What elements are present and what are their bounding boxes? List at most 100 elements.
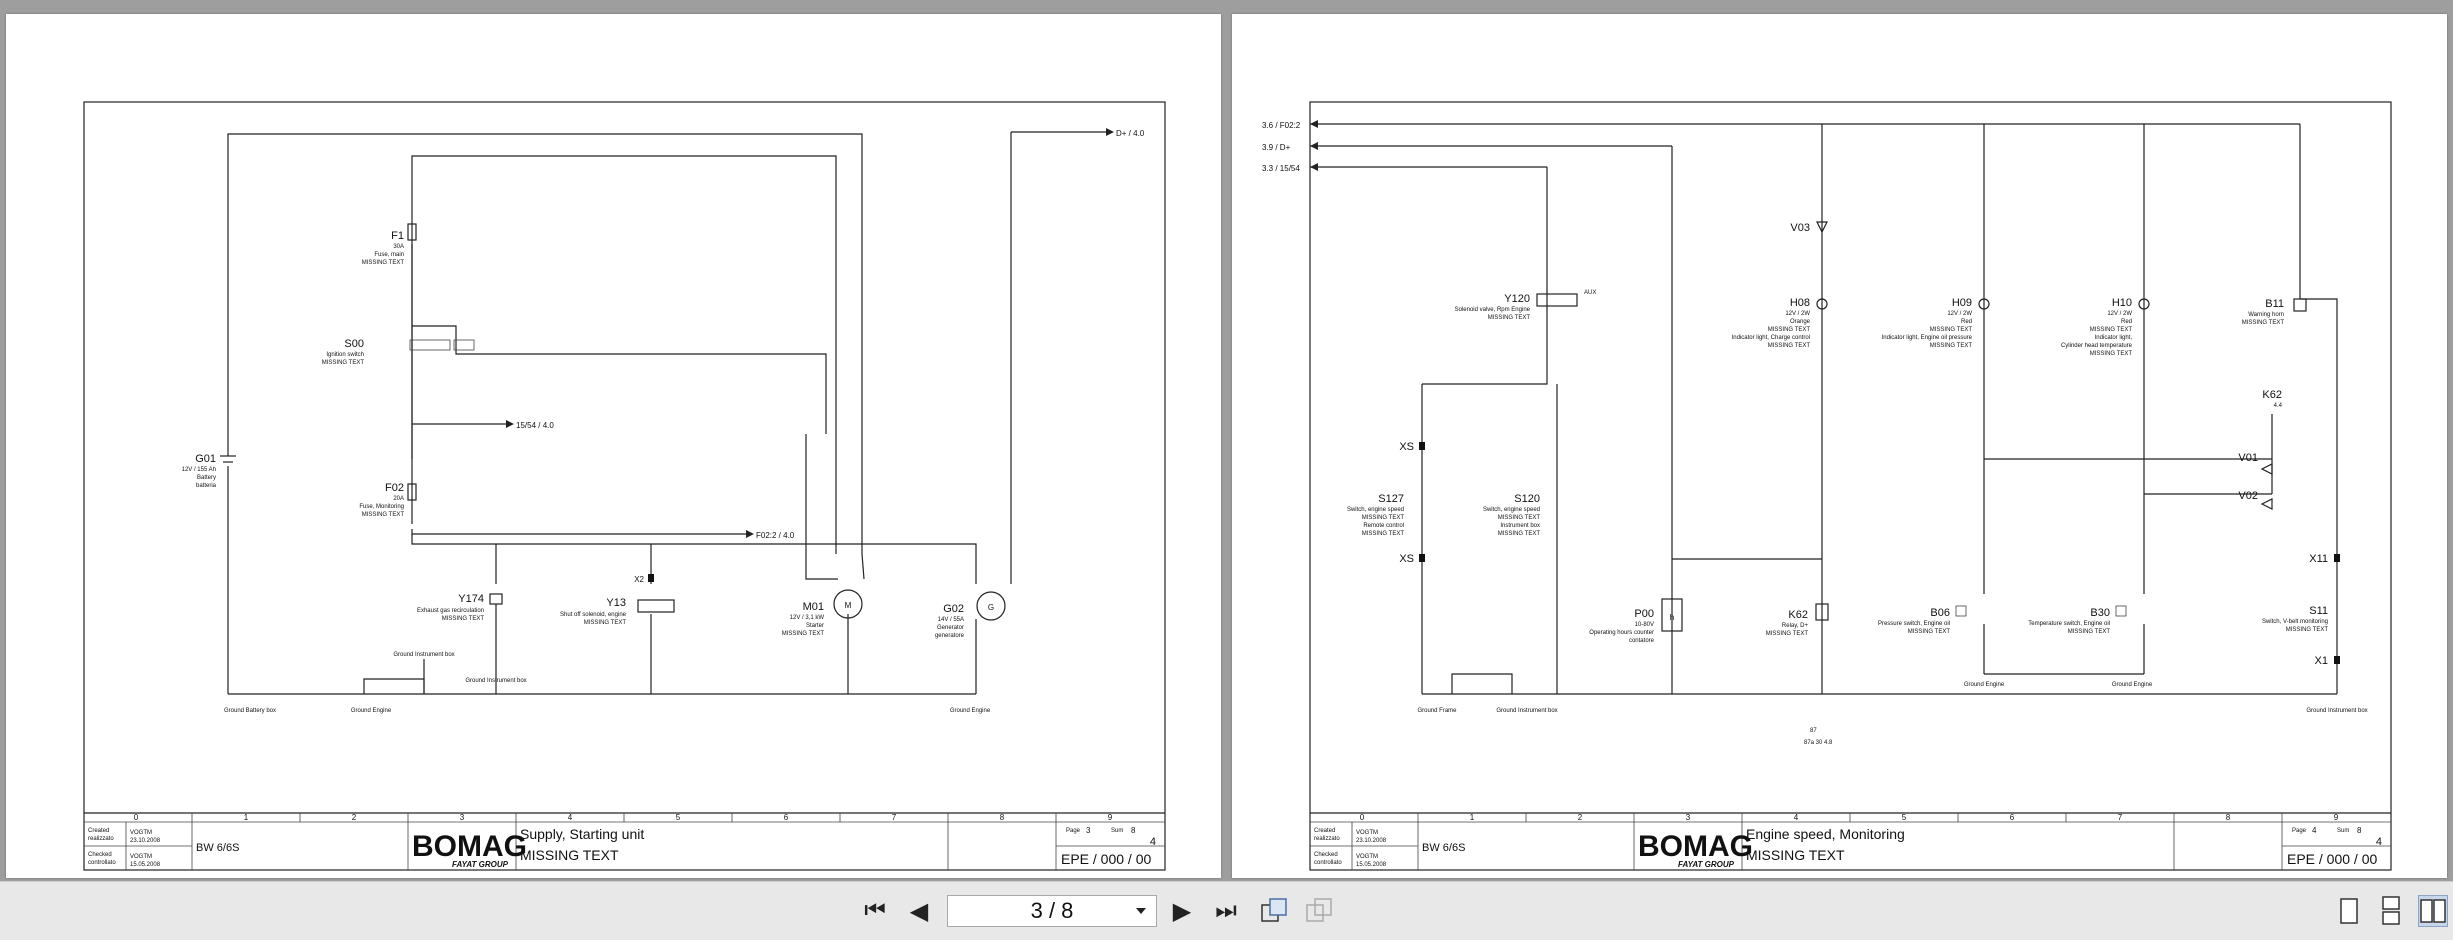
svg-text:MISSING TEXT: MISSING TEXT (1498, 515, 1541, 521)
svg-text:4: 4 (1150, 836, 1156, 848)
switch-s120: S120 Switch, engine speed MISSING TEXT I… (1483, 493, 1540, 537)
svg-text:D+ / 4.0: D+ / 4.0 (1116, 129, 1145, 138)
svg-text:Page: Page (2292, 828, 2307, 834)
connector-x2: X2 (634, 574, 654, 584)
continuous-view-icon[interactable] (2376, 895, 2406, 927)
svg-text:AUX: AUX (1584, 290, 1596, 296)
indicator-light-h09: H09 12V / 2W Red MISSING TEXT Indicator … (1882, 297, 1990, 349)
svg-text:FAYAT GROUP: FAYAT GROUP (1678, 860, 1735, 869)
fit-page-icon[interactable] (1258, 895, 1292, 927)
starter-m01: M M01 12V / 3,1 kW Starter MISSING TEXT (782, 589, 863, 637)
svg-text:Instrument box: Instrument box (1500, 523, 1540, 529)
svg-text:12V / 2W: 12V / 2W (1947, 311, 1972, 317)
ground-labels: Ground Frame Ground Instrument box Groun… (1417, 682, 2367, 714)
svg-text:8: 8 (2357, 826, 2362, 835)
svg-text:G: G (988, 603, 994, 612)
drawing-number: EPE / 000 / 00 (1061, 851, 1151, 867)
svg-text:MISSING TEXT: MISSING TEXT (1908, 629, 1951, 635)
fit-width-icon[interactable] (1303, 895, 1337, 927)
page-title: Engine speed, Monitoring (1746, 826, 1905, 842)
diode-v01: V01 (2238, 452, 2273, 475)
ignition-switch-s00: S00 Ignition switch MISSING TEXT (322, 338, 475, 366)
svg-text:Switch, engine speed: Switch, engine speed (1347, 507, 1404, 513)
indicator-light-h10: H10 12V / 2W Red MISSING TEXT Indicator … (2061, 297, 2150, 357)
svg-text:M01: M01 (803, 601, 824, 613)
connector-x11: X11 (2309, 553, 2340, 565)
svg-text:2: 2 (352, 813, 357, 822)
svg-text:Ground Engine: Ground Engine (950, 708, 991, 714)
svg-text:K62: K62 (1788, 609, 1808, 621)
svg-text:8: 8 (1000, 813, 1005, 822)
svg-text:Sum: Sum (1111, 828, 1123, 834)
svg-text:30A: 30A (393, 244, 404, 250)
svg-text:Fuse, main: Fuse, main (374, 252, 404, 258)
svg-text:MISSING TEXT: MISSING TEXT (1362, 531, 1405, 537)
svg-text:23.10.2008: 23.10.2008 (130, 838, 161, 844)
svg-text:V02: V02 (2238, 490, 2258, 502)
ref-f02-2: 3.6 / F02:2 (1262, 120, 1318, 130)
svg-text:MISSING TEXT: MISSING TEXT (1768, 343, 1811, 349)
single-page-view-icon[interactable] (2334, 895, 2364, 927)
fuse-f1: F1 30A Fuse, main MISSING TEXT (362, 223, 417, 266)
svg-text:12V / 2W: 12V / 2W (1785, 311, 1810, 317)
ref-f02-2: F02:2 / 4.0 (696, 530, 795, 540)
svg-text:F1: F1 (391, 230, 404, 242)
svg-text:MISSING TEXT: MISSING TEXT (1768, 327, 1811, 333)
first-page-icon[interactable]: ⏮ (864, 897, 886, 924)
switch-s11: S11 Switch, V-belt monitoring MISSING TE… (2262, 605, 2328, 633)
model-name: BW 6/6S (196, 842, 239, 854)
svg-text:4: 4 (2312, 826, 2317, 835)
drawing-frame (83, 101, 1166, 871)
svg-text:MISSING TEXT: MISSING TEXT (2090, 351, 2133, 357)
svg-text:Indicator light, Engine oil pr: Indicator light, Engine oil pressure (1882, 335, 1973, 341)
svg-text:Ground Battery box: Ground Battery box (224, 708, 276, 714)
svg-text:B30: B30 (2090, 607, 2110, 619)
bomag-logo: BOMAG (1638, 830, 1753, 863)
svg-text:9: 9 (2334, 813, 2339, 822)
svg-text:5: 5 (676, 813, 681, 822)
generator-g02: G G02 14V / 55A Generator generatore (935, 591, 1006, 639)
temperature-switch-b30: B30 Temperature switch, Engine oil MISSI… (2028, 605, 2127, 635)
last-page-icon[interactable]: ⏭ (1215, 897, 1237, 924)
svg-text:MISSING TEXT: MISSING TEXT (362, 512, 405, 518)
svg-text:Ground Instrument box: Ground Instrument box (465, 678, 526, 684)
svg-text:4: 4 (1794, 813, 1799, 822)
page-indicator: 3 / 8 (1030, 898, 1074, 923)
svg-text:0: 0 (1360, 813, 1365, 822)
next-page-icon[interactable]: ▶ (1172, 897, 1192, 925)
relay-contact-k62: K62 4.4 (2262, 389, 2282, 409)
page-number-select[interactable]: 3 / 8 (947, 895, 1157, 927)
svg-text:Orange: Orange (1790, 319, 1811, 325)
svg-text:Y120: Y120 (1504, 293, 1530, 305)
svg-text:B11: B11 (2265, 298, 2284, 310)
hour-counter-p00: h P00 10-80V Operating hours counter con… (1589, 598, 1683, 644)
two-page-view-icon[interactable] (2418, 895, 2448, 927)
wiring (227, 131, 1106, 695)
connector-xs-bottom: XS (1399, 553, 1425, 565)
svg-text:MISSING TEXT: MISSING TEXT (584, 620, 627, 626)
svg-text:MISSING TEXT: MISSING TEXT (1930, 327, 1973, 333)
svg-text:MISSING TEXT: MISSING TEXT (362, 260, 405, 266)
svg-text:MISSING TEXT: MISSING TEXT (1488, 315, 1531, 321)
svg-text:S120: S120 (1514, 493, 1540, 505)
svg-text:Sum: Sum (2337, 828, 2349, 834)
svg-text:VOGTM: VOGTM (1356, 830, 1378, 836)
relay-note-87: 87 (1810, 728, 1817, 734)
svg-text:14V / 55A: 14V / 55A (938, 617, 964, 623)
svg-text:3.9 / D+: 3.9 / D+ (1262, 143, 1291, 152)
svg-text:23.10.2008: 23.10.2008 (1356, 838, 1387, 844)
svg-text:G01: G01 (195, 453, 216, 465)
svg-text:S11: S11 (2309, 605, 2328, 617)
svg-text:MISSING TEXT: MISSING TEXT (1498, 531, 1541, 537)
svg-text:9: 9 (1108, 813, 1113, 822)
pressure-switch-b06: B06 Pressure switch, Engine oil MISSING … (1878, 605, 1967, 635)
svg-text:S00: S00 (344, 338, 364, 350)
svg-text:Switch, engine speed: Switch, engine speed (1483, 507, 1540, 513)
svg-text:Ground Instrument box: Ground Instrument box (393, 652, 454, 658)
svg-text:Y174: Y174 (458, 593, 484, 605)
previous-page-icon[interactable]: ◀ (909, 897, 929, 925)
svg-text:Pressure switch, Engine oil: Pressure switch, Engine oil (1878, 621, 1950, 627)
